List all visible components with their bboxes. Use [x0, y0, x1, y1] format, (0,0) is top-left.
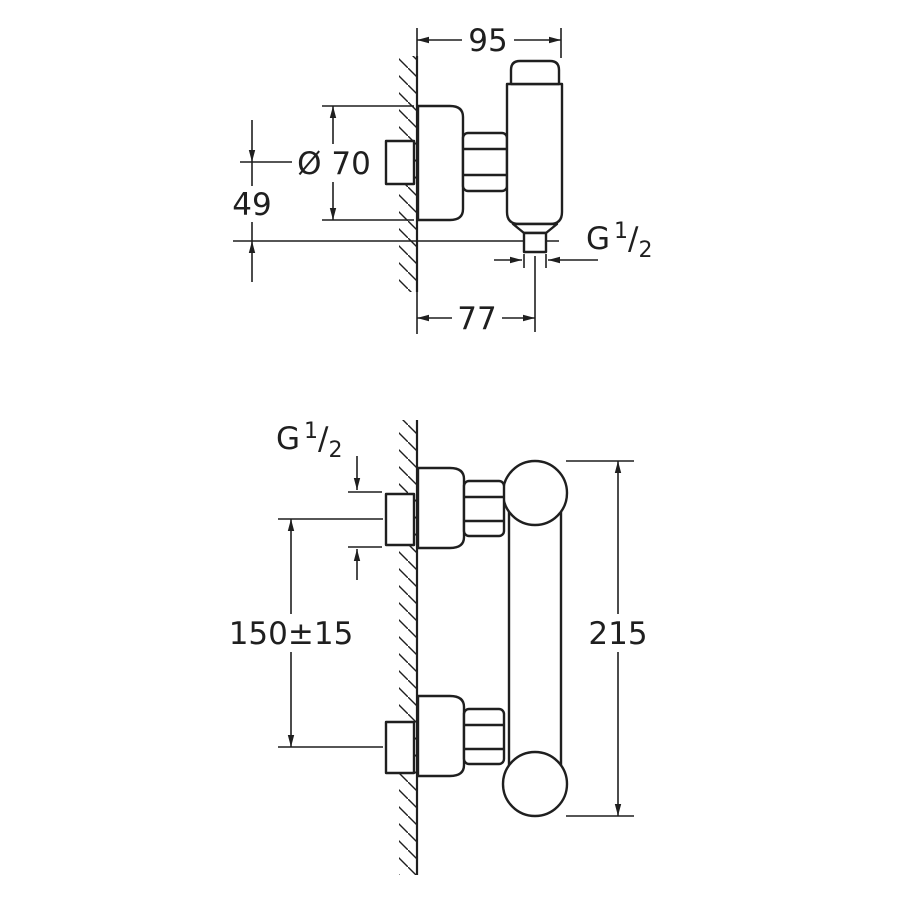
body-bottom-boss: [501, 750, 569, 818]
escutcheon-bottom: [416, 694, 466, 778]
dim-label-95: 95: [468, 23, 507, 59]
dim-center-distance-150: 150±15: [229, 518, 383, 748]
label-mask: [232, 614, 350, 652]
valve-body-side: [505, 82, 564, 226]
escutcheon-top: [416, 466, 466, 550]
label-mask: [292, 144, 376, 182]
dim-label-49: 49: [232, 187, 271, 223]
dim-projection-95: 95: [417, 22, 562, 59]
supply-pipe-bottom: [384, 720, 416, 775]
dim-outlet-projection-77: 77: [417, 256, 536, 337]
thread-prefix: G: [276, 421, 300, 457]
dim-label-77: 77: [457, 301, 496, 337]
dim-label-diameter: Ø 70: [297, 146, 371, 182]
outlet-taper: [511, 222, 559, 235]
dim-label-150: 150±15: [229, 616, 354, 652]
thread-slash: /: [318, 421, 329, 457]
dim-offset-49: 49: [227, 120, 292, 282]
supply-pipe-top: [384, 492, 416, 547]
supply-pipe-side: [384, 139, 416, 186]
push-button: [509, 59, 561, 86]
wall-section-front: [399, 420, 419, 875]
dim-body-height-215: 215: [566, 460, 648, 817]
label-mask: [590, 614, 646, 652]
thread-slash: /: [628, 221, 639, 257]
escutcheon-side: [416, 104, 465, 222]
thread-denominator: 2: [328, 438, 342, 463]
thread-numerator: 1: [614, 219, 628, 244]
mixer-front-view: [384, 459, 569, 818]
union-nut-side: [461, 131, 509, 193]
union-nut-top: [462, 479, 506, 538]
label-mask: [462, 22, 514, 58]
valve-side-view: [384, 59, 564, 254]
body-top-boss: [501, 459, 569, 527]
union-nut-bottom: [462, 707, 506, 766]
label-mask: [452, 300, 502, 336]
dim-diameter-70: Ø 70: [292, 105, 414, 221]
dim-label-215: 215: [588, 616, 647, 652]
label-mask: [227, 186, 277, 222]
body-column-fill: [509, 493, 561, 784]
thread-denominator: 2: [638, 238, 652, 263]
outlet-nipple: [522, 231, 548, 254]
wall-hatching: [399, 420, 417, 875]
thread-numerator: 1: [304, 419, 318, 444]
thread-prefix: G: [586, 221, 610, 257]
